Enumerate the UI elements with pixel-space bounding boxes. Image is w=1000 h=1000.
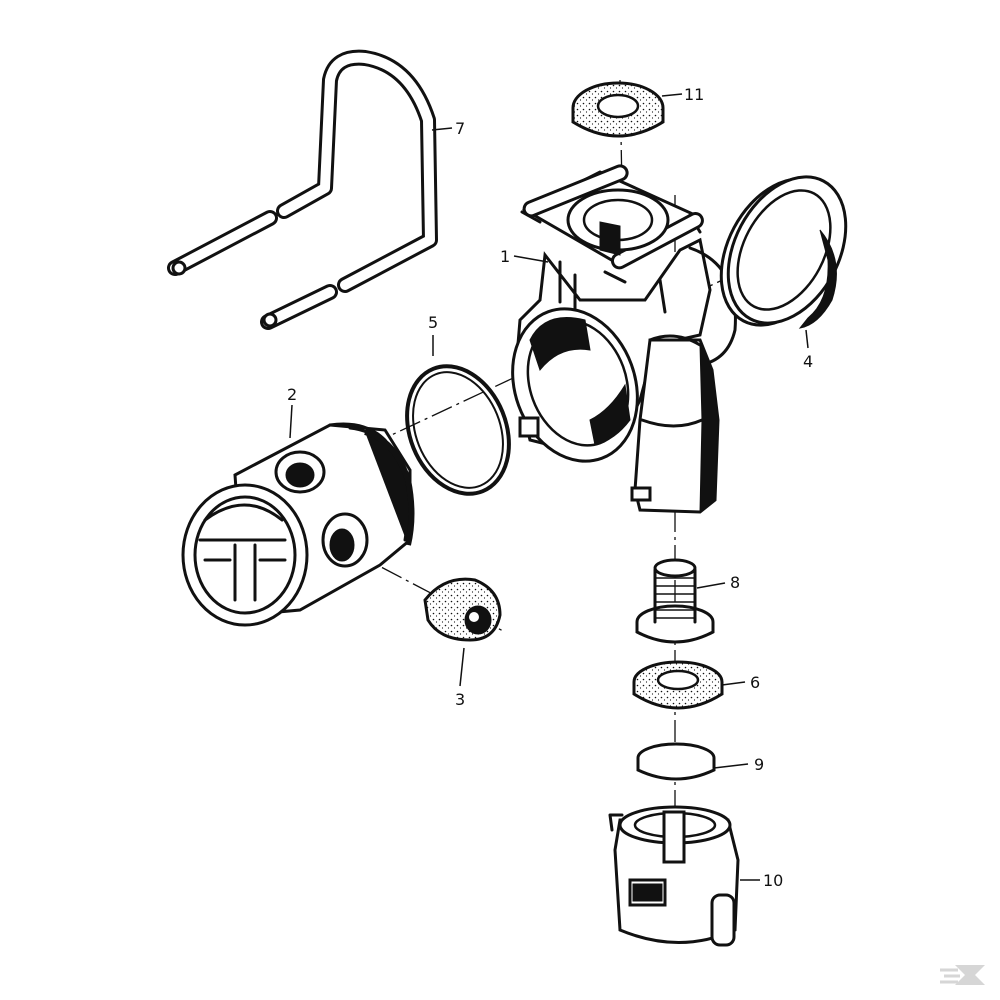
part-11-washer	[571, 81, 665, 138]
part-1-valve-body	[511, 164, 737, 514]
callout-3: 3	[455, 690, 465, 709]
callout-10: 10	[763, 871, 783, 890]
callout-8: 8	[730, 573, 740, 592]
callout-7: 7	[455, 119, 465, 138]
part-8-strainer	[635, 558, 715, 644]
callout-9: 9	[754, 755, 764, 774]
callout-4: 4	[803, 352, 813, 371]
part-7-bent-tube	[167, 49, 438, 330]
part-5-o-ring	[405, 364, 511, 496]
callout-2: 2	[287, 385, 297, 404]
part-9-disc	[636, 742, 716, 781]
part-10-nozzle-cap	[608, 805, 740, 947]
part-callouts: 1 2 3 4 5 6 7 8 9 10 11	[287, 85, 813, 890]
callout-5: 5	[428, 313, 438, 332]
part-4-seal-ring	[719, 175, 848, 329]
part-6-washer	[632, 660, 724, 710]
part-2-spool	[181, 422, 415, 627]
callout-11: 11	[684, 85, 704, 104]
part-3-plug	[423, 577, 502, 642]
callout-6: 6	[750, 673, 760, 692]
watermark-logo	[940, 965, 985, 985]
callout-1: 1	[500, 247, 510, 266]
